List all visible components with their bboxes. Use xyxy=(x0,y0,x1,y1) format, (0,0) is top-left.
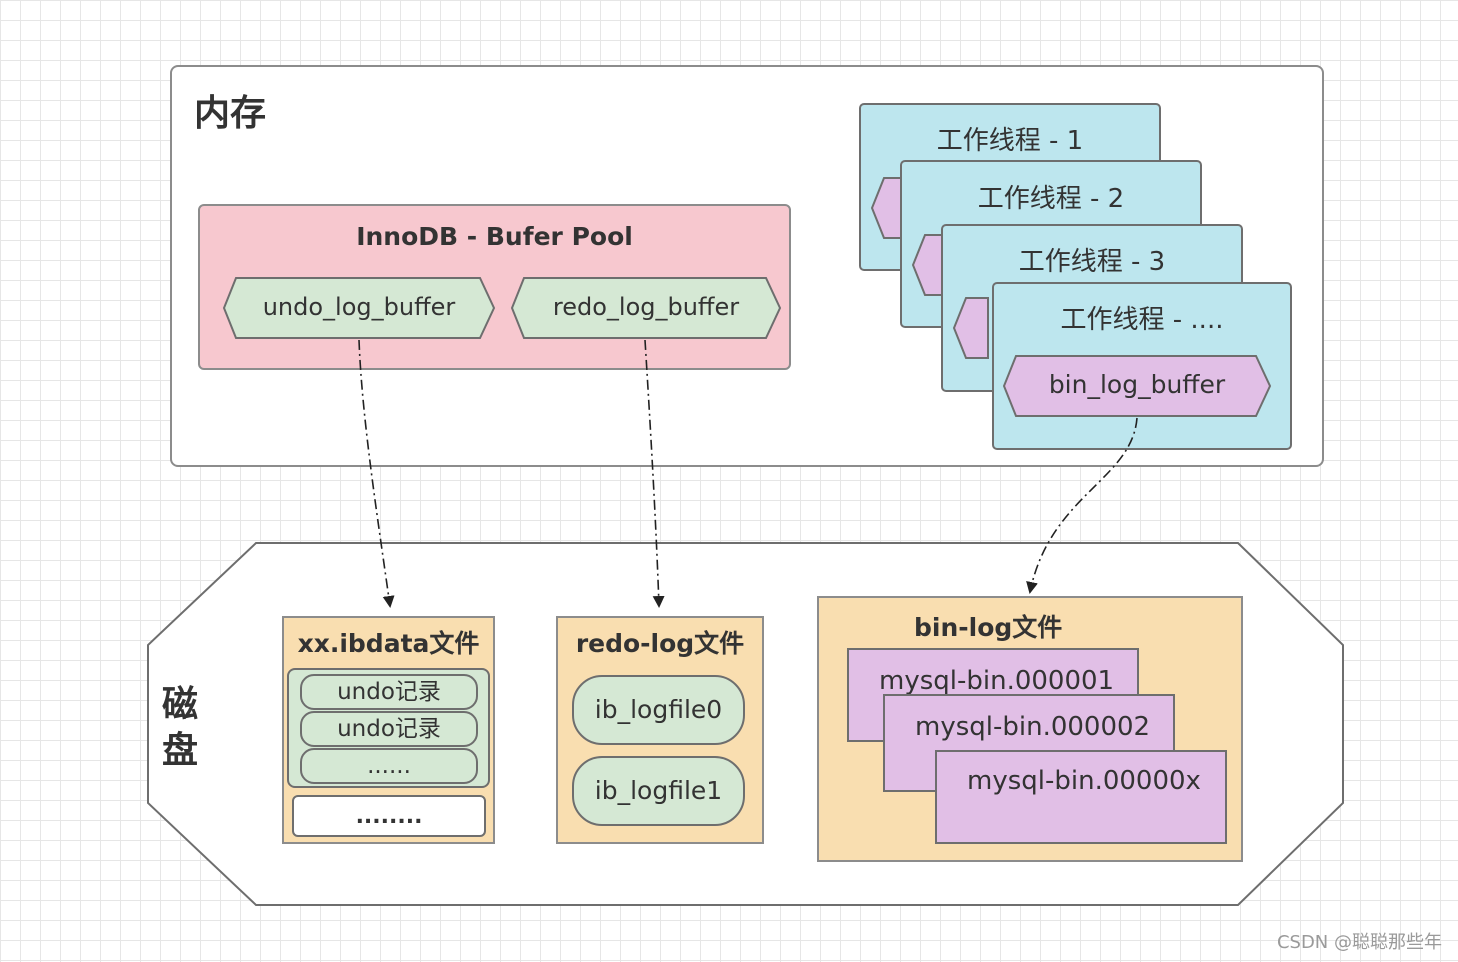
worker-thread-title-1: 工作线程 - 1 xyxy=(936,126,1084,156)
worker-thread-title-2: 工作线程 - 2 xyxy=(977,184,1125,214)
binlog-file-name: mysql-bin.000002 xyxy=(915,712,1151,742)
ibdata-file-title: xx.ibdata文件 xyxy=(297,629,480,658)
ibdata-more-records: ........ xyxy=(292,795,486,837)
buffer-pool-title: InnoDB - Bufer Pool xyxy=(356,222,633,251)
redo-logfile-item: ib_logfile1 xyxy=(572,756,745,826)
undo-record-item: undo记录 xyxy=(300,711,478,747)
undo-record-item: undo记录 xyxy=(300,674,478,710)
undo-record-item: ...... xyxy=(300,748,478,784)
disk-label-line-2: 盘 xyxy=(162,730,199,771)
bin-log-file-title: bin-log文件 xyxy=(914,613,1063,642)
bin-log-buffer-shape xyxy=(1002,355,1272,417)
undo-log-buffer-shape xyxy=(222,277,496,339)
thread-3-buffer-peek xyxy=(952,297,989,359)
redo-logfile-item: ib_logfile0 xyxy=(572,675,745,745)
binlog-file-name: mysql-bin.000001 xyxy=(879,666,1115,696)
memory-label: 内存 xyxy=(194,93,267,134)
worker-thread-title-4: 工作线程 - .... xyxy=(1060,305,1224,335)
disk-label-line-1: 磁 xyxy=(162,684,199,725)
binlog-file-name: mysql-bin.00000x xyxy=(967,766,1201,796)
redo-log-buffer-label: redo_log_buffer xyxy=(552,293,740,321)
undo-log-buffer-label: undo_log_buffer xyxy=(262,293,456,321)
watermark: CSDN @聪聪那些年 xyxy=(1276,932,1442,953)
binlog-file-item: mysql-bin.00000x xyxy=(935,750,1227,844)
redo-log-buffer-shape xyxy=(510,277,782,339)
worker-thread-title-3: 工作线程 - 3 xyxy=(1018,247,1166,277)
redo-log-file-title: redo-log文件 xyxy=(575,629,745,658)
disk-label: 磁 盘 xyxy=(162,682,198,774)
bin-log-buffer-label: bin_log_buffer xyxy=(1048,370,1226,399)
